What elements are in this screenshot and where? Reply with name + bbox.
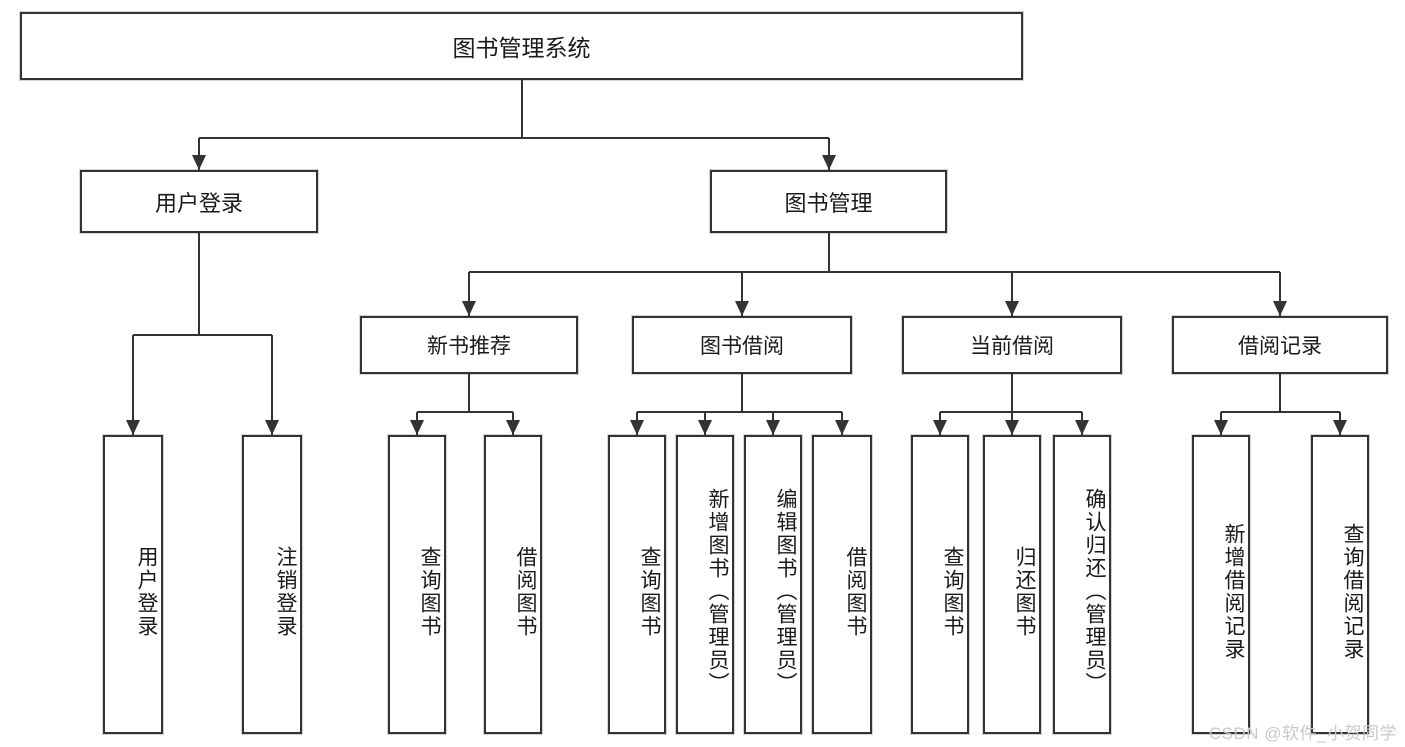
edge-root-branch-1 — [827, 138, 830, 170]
arrow-head-icon-bookmgmt-0 — [462, 301, 476, 316]
node-leaf-query-book-borrow[interactable]: 查询图书 — [608, 435, 666, 734]
edge-bookmgmt-branch-2 — [1011, 272, 1013, 316]
node-level3-book-borrow[interactable]: 图书借阅 — [632, 316, 852, 374]
edge-userlogin-stem — [198, 233, 200, 335]
edge-root-branch-0 — [198, 138, 200, 170]
arrow-head-icon-borrow-2 — [766, 420, 780, 435]
node-level3-borrow-record[interactable]: 借阅记录 — [1172, 316, 1388, 374]
edge-current-stem — [1011, 374, 1013, 412]
node-leaf-query-borrow-record[interactable]: 查询借阅记录 — [1311, 435, 1369, 734]
edge-recommend-stem — [468, 374, 470, 412]
edge-userlogin-bus — [133, 334, 272, 336]
edge-userlogin-branch-1 — [271, 335, 273, 435]
arrow-head-icon-recommend-1 — [506, 420, 520, 435]
node-leaf-edit-book-admin[interactable]: 编辑图书（管理员） — [744, 435, 802, 734]
node-level3-current-borrow[interactable]: 当前借阅 — [902, 316, 1122, 374]
csdn-watermark: CSDN @软件_小贺同学 — [1208, 724, 1397, 743]
node-leaf-add-borrow-record[interactable]: 新增借阅记录 — [1192, 435, 1250, 734]
node-leaf-add-book-admin[interactable]: 新增图书（管理员） — [676, 435, 734, 734]
arrow-head-icon-bookmgmt-2 — [1005, 301, 1019, 316]
node-level3-new-book-recommend[interactable]: 新书推荐 — [360, 316, 578, 374]
edge-bookmgmt-branch-0 — [468, 272, 470, 316]
edge-record-stem — [1279, 374, 1281, 412]
arrow-head-icon-borrow-1 — [698, 420, 712, 435]
node-leaf-query-book-current[interactable]: 查询图书 — [911, 435, 969, 734]
arrow-head-icon-userlogin-1 — [265, 420, 279, 435]
edge-recommend-bus — [417, 411, 513, 413]
arrow-head-icon-borrow-0 — [630, 420, 644, 435]
edge-borrow-stem — [741, 374, 743, 412]
edge-bookmgmt-branch-3 — [1279, 272, 1281, 316]
node-leaf-user-login[interactable]: 用户登录 — [103, 435, 163, 734]
arrow-head-icon-root-0 — [192, 155, 206, 170]
edge-bookmgmt-bus — [469, 271, 1280, 273]
edge-root-bus — [199, 137, 829, 139]
edge-bookmgmt-stem — [827, 233, 830, 272]
arrow-head-icon-current-1 — [1005, 420, 1019, 435]
node-leaf-confirm-return-admin[interactable]: 确认归还（管理员） — [1053, 435, 1111, 734]
node-level2-user-login[interactable]: 用户登录 — [80, 170, 318, 233]
arrow-head-icon-record-0 — [1214, 420, 1228, 435]
edge-bookmgmt-branch-1 — [741, 272, 743, 316]
node-leaf-return-book[interactable]: 归还图书 — [983, 435, 1041, 734]
node-leaf-logout[interactable]: 注销登录 — [242, 435, 302, 734]
edge-root-stem — [520, 80, 523, 138]
edge-borrow-bus — [637, 411, 842, 413]
node-leaf-query-book-recommend[interactable]: 查询图书 — [388, 435, 446, 734]
arrow-head-icon-current-2 — [1075, 420, 1089, 435]
arrow-head-icon-userlogin-0 — [126, 420, 140, 435]
arrow-head-icon-root-1 — [821, 155, 836, 170]
node-leaf-borrow-book-recommend[interactable]: 借阅图书 — [484, 435, 542, 734]
arrow-head-icon-recommend-0 — [410, 420, 424, 435]
node-root[interactable]: 图书管理系统 — [20, 12, 1023, 80]
node-level2-book-management[interactable]: 图书管理 — [710, 170, 947, 233]
arrow-head-icon-bookmgmt-1 — [735, 301, 749, 316]
arrow-head-icon-borrow-3 — [835, 420, 849, 435]
node-leaf-borrow-book[interactable]: 借阅图书 — [812, 435, 872, 734]
edge-userlogin-branch-0 — [132, 335, 134, 435]
edge-record-bus — [1221, 411, 1340, 413]
arrow-head-icon-record-1 — [1333, 420, 1347, 435]
arrow-head-icon-current-0 — [933, 420, 947, 435]
arrow-head-icon-bookmgmt-3 — [1273, 301, 1287, 316]
